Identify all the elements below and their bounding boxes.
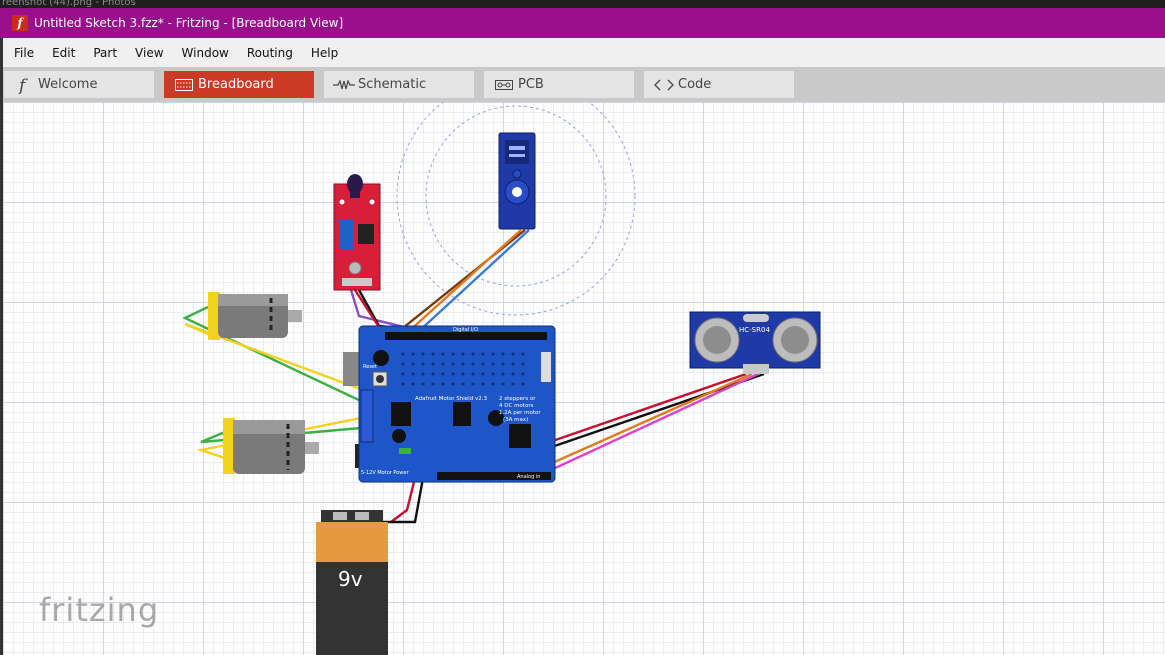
wire-hcsr04-orange[interactable] <box>522 372 753 478</box>
breadboard-canvas[interactable]: Adafruit Motor Shield v2.3 2 steppers or… <box>3 102 1165 655</box>
tab-pcb[interactable]: PCB <box>484 71 634 98</box>
shield-reset-label: Reset <box>363 364 377 370</box>
svg-text:f: f <box>17 76 28 94</box>
tab-schematic[interactable]: Schematic <box>324 71 474 98</box>
menu-help[interactable]: Help <box>310 45 339 60</box>
menu-window[interactable]: Window <box>181 45 229 60</box>
fritzing-watermark: fritzing <box>39 591 160 629</box>
hc-sr04-ultrasonic-sensor[interactable]: HC-SR04 <box>689 311 821 374</box>
wires <box>182 229 765 524</box>
tab-code[interactable]: Code <box>644 71 794 98</box>
wire-motor2-green[interactable] <box>200 426 362 444</box>
tab-schematic-label: Schematic <box>358 77 427 92</box>
shield-note-1: 2 steppers or <box>499 396 536 402</box>
hc-sr04-label: HC-SR04 <box>739 326 770 334</box>
tab-breadboard-label: Breadboard <box>198 77 274 92</box>
wire-hcsr04-pink[interactable] <box>537 372 759 478</box>
tab-breadboard[interactable]: Breadboard <box>164 71 314 98</box>
shield-note-4: (3A max) <box>503 417 528 423</box>
menu-bar: File Edit Part View Window Routing Help <box>0 38 1165 68</box>
window-title: Untitled Sketch 3.fzz* - Fritzing - [Bre… <box>34 16 344 30</box>
shield-note-2: 4 DC motors <box>499 403 534 409</box>
window-left-edge <box>0 38 3 655</box>
battery-label: 9v <box>338 567 363 591</box>
resistor-icon <box>330 79 358 90</box>
shield-digital-label: Digital I/O <box>453 327 478 333</box>
battery-9v[interactable]: 9v <box>316 510 388 655</box>
tab-pcb-label: PCB <box>518 77 544 92</box>
tab-code-label: Code <box>678 77 712 92</box>
menu-routing[interactable]: Routing <box>246 45 293 60</box>
breadboard-drawing: Adafruit Motor Shield v2.3 2 steppers or… <box>182 102 821 655</box>
menu-part[interactable]: Part <box>93 45 118 60</box>
view-tab-bar: f Welcome Breadboard Schematic <box>0 67 1165 102</box>
proto-holes <box>401 352 525 386</box>
menu-edit[interactable]: Edit <box>52 45 76 60</box>
servo-motor[interactable] <box>498 132 536 230</box>
wire-battery-red[interactable] <box>390 477 417 523</box>
code-brackets-icon <box>650 79 678 91</box>
wire-servo-orange[interactable] <box>405 229 522 336</box>
shield-title-label: Adafruit Motor Shield v2.3 <box>415 396 487 402</box>
photos-title: reenshot (44).png - Photos <box>2 0 136 8</box>
dc-motor-2[interactable] <box>223 418 319 474</box>
wire-motor2-yellow[interactable] <box>196 416 362 460</box>
pcb-icon <box>490 79 518 90</box>
window-title-bar: f Untitled Sketch 3.fzz* - Fritzing - [B… <box>0 8 1165 38</box>
tab-welcome[interactable]: f Welcome <box>4 71 154 98</box>
wire-battery-black[interactable] <box>383 477 425 524</box>
servo-sweep-circles <box>396 102 636 316</box>
shield-power-label: 5-12V Motor Power <box>361 470 409 476</box>
adafruit-motor-shield[interactable]: Adafruit Motor Shield v2.3 2 steppers or… <box>343 325 556 483</box>
wire-motor1-green[interactable] <box>182 305 364 404</box>
shield-analog-label: Analog in <box>517 474 540 480</box>
fritzing-logo-icon: f <box>12 15 28 31</box>
wire-servo-blue[interactable] <box>415 229 530 336</box>
wire-motor1-yellow[interactable] <box>184 322 364 392</box>
photos-app-bar: reenshot (44).png - Photos <box>0 0 1165 8</box>
shield-note-3: 1.2A per motor <box>499 410 541 416</box>
fritzing-f-icon: f <box>10 76 38 94</box>
flame-sensor-module[interactable] <box>333 174 381 291</box>
wire-servo-brown[interactable] <box>394 229 526 336</box>
menu-view[interactable]: View <box>135 45 164 60</box>
dc-motor-1[interactable] <box>208 292 302 340</box>
breadboard-icon <box>170 78 198 91</box>
tab-welcome-label: Welcome <box>38 77 98 92</box>
menu-file[interactable]: File <box>14 45 35 60</box>
